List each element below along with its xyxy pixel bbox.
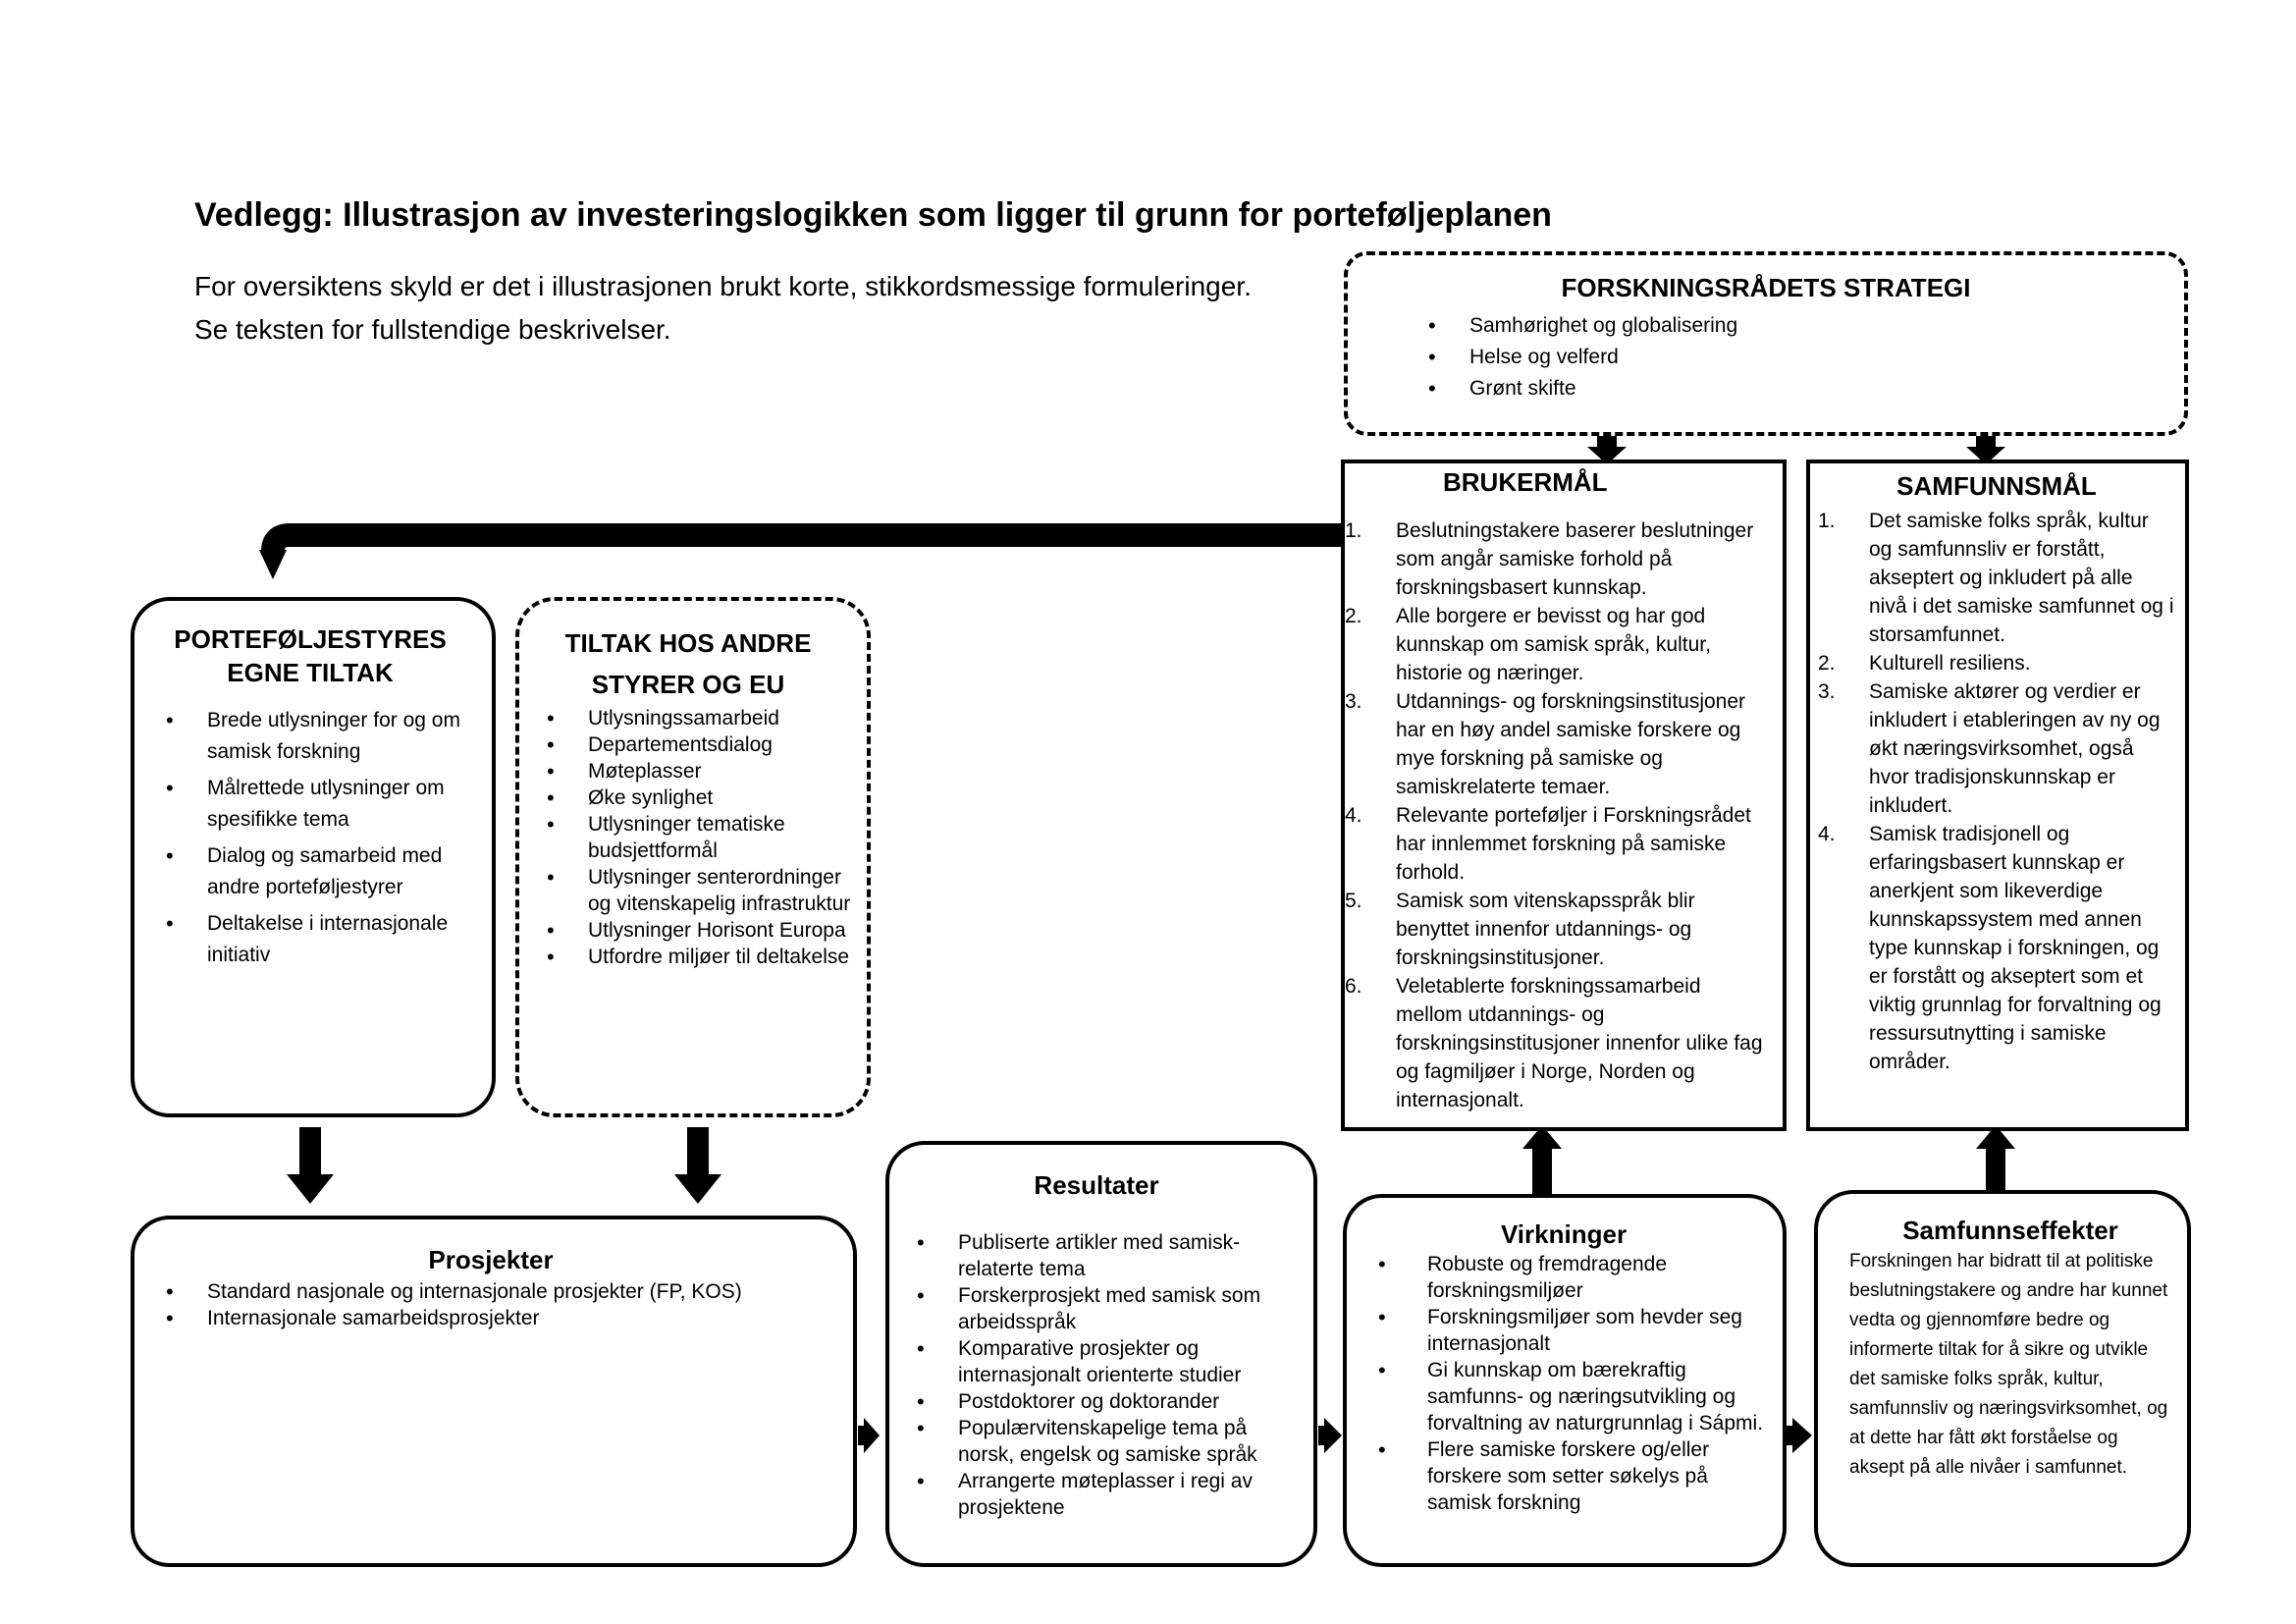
list-item: Brede utlysninger for og om samisk forsk…	[144, 705, 476, 768]
prosjekter-list: Standard nasjonale og internasjonale pro…	[144, 1278, 837, 1331]
arrow-head	[674, 1174, 721, 1204]
list-item: Internasjonale samarbeidsprosjekter	[144, 1305, 837, 1331]
arrow-shaft	[1532, 1146, 1552, 1197]
andre-tiltak-title: TILTAK HOS ANDRE STYRER OG EU	[564, 628, 812, 699]
arrow-head	[1522, 1125, 1562, 1149]
list-item: Målrettede utlysninger om spesifikke tem…	[144, 773, 476, 836]
list-item: 4.Samisk tradisjonell og erfaringsbasert…	[1818, 823, 2162, 1073]
list-item: Postdoktorer og doktorander	[895, 1388, 1298, 1415]
list-item: Utfordre miljøer til deltakelse	[525, 944, 851, 970]
intro-line: For oversiktens skyld er det i illustras…	[194, 271, 1252, 301]
list-item: Departementsdialog	[525, 731, 851, 758]
list-item: Utlysninger Horisont Europa	[525, 917, 851, 944]
arrow-head	[1587, 447, 1627, 464]
list-item: Standard nasjonale og internasjonale pro…	[144, 1278, 837, 1305]
list-item: Flere samiske forskere og/eller forskere…	[1357, 1436, 1771, 1516]
strategy-list: Samhørighet og globalisering Helse og ve…	[1407, 312, 2125, 402]
egne-tiltak-title: PORTEFØLJESTYRES EGNE TILTAK	[174, 624, 447, 687]
list-item: Robuste og fremdragende forskningsmiljøe…	[1357, 1251, 1771, 1304]
arrow-shaft	[858, 1426, 866, 1445]
list-item: Forskerprosjekt med samisk som arbeidssp…	[895, 1282, 1298, 1335]
strategy-title: FORSKNINGSRÅDETS STRATEGI	[1561, 273, 1971, 302]
andre-tiltak-list: Utlysningssamarbeid Departementsdialog M…	[525, 705, 851, 970]
arrow-head	[1324, 1418, 1342, 1453]
resultater-title: Resultater	[1034, 1170, 1159, 1200]
arrow-head	[1792, 1418, 1812, 1453]
samfunnseffekter-box: Samfunnseffekter Forskningen har bidratt…	[1814, 1190, 2191, 1567]
brukermal-box: BRUKERMÅL 1.Beslutningstakere baserer be…	[1341, 460, 1787, 1131]
virkninger-list: Robuste og fremdragende forskningsmiljøe…	[1357, 1251, 1771, 1516]
samfunnseffekter-text: Forskningen har bidratt til at politiske…	[1849, 1251, 2168, 1478]
list-item: 1.Det samiske folks språk, kultur og sam…	[1818, 510, 2174, 646]
list-item: Øke synlighet	[525, 785, 851, 811]
list-item: Deltakelse i internasjonale initiativ	[144, 908, 476, 971]
list-item: 6.Veletablerte forskningssamarbeid mello…	[1345, 975, 1763, 1111]
list-item: Komparative prosjekter og internasjonalt…	[895, 1335, 1298, 1388]
samfunnsmal-list: 1.Det samiske folks språk, kultur og sam…	[1818, 507, 2175, 1076]
virkninger-box: Virkninger Robuste og fremdragende forsk…	[1343, 1194, 1787, 1567]
arrow-shaft	[1976, 433, 1996, 451]
arrow-head	[1966, 447, 2005, 464]
list-item: Grønt skifte	[1407, 375, 2125, 402]
virkninger-title: Virkninger	[1500, 1219, 1628, 1249]
strategy-box: FORSKNINGSRÅDETS STRATEGI Samhørighet og…	[1344, 251, 2188, 436]
brukermal-title: BRUKERMÅL	[1443, 467, 1608, 497]
intro-line: Se teksten for fullstendige beskrivelser…	[194, 314, 671, 345]
list-item: Utlysninger tematiske budsjettformål	[525, 811, 851, 864]
list-item: Utlysninger senterordninger og vitenskap…	[525, 864, 851, 917]
prosjekter-title: Prosjekter	[428, 1245, 554, 1274]
resultater-box: Resultater Publiserte artikler med samis…	[885, 1141, 1317, 1567]
list-item: 2.Alle borgere er bevisst og har god kun…	[1345, 605, 1711, 684]
resultater-list: Publiserte artikler med samisk-relaterte…	[895, 1229, 1298, 1521]
arrow-shaft	[1318, 1426, 1326, 1445]
list-item: Utlysningssamarbeid	[525, 705, 851, 731]
arrow-head	[1976, 1125, 2015, 1149]
list-item: 4.Relevante porteføljer i Forskningsråde…	[1345, 804, 1751, 884]
andre-tiltak-box: TILTAK HOS ANDRE STYRER OG EU Utlysnings…	[515, 597, 871, 1117]
list-item: 1.Beslutningstakere baserer beslutninger…	[1345, 519, 1754, 599]
arrow-shaft	[1597, 433, 1617, 451]
list-item: Populærvitenskapelige tema på norsk, eng…	[895, 1415, 1298, 1468]
list-item: Forskningsmiljøer som hevder seg interna…	[1357, 1304, 1771, 1357]
arrow-shaft	[1986, 1146, 2005, 1193]
egne-tiltak-box: PORTEFØLJESTYRES EGNE TILTAK Brede utlys…	[131, 597, 496, 1117]
egne-tiltak-list: Brede utlysninger for og om samisk forsk…	[144, 705, 476, 971]
intro-text: For oversiktens skyld er det i illustras…	[194, 265, 1252, 352]
list-item: 3.Utdannings- og forskningsinstitusjoner…	[1345, 690, 1746, 798]
list-item: Helse og velferd	[1407, 344, 2125, 370]
list-item: 5.Samisk som vitenskapsspråk blir benytt…	[1345, 890, 1695, 969]
arrow-shaft	[1787, 1426, 1794, 1445]
samfunnseffekter-title: Samfunnseffekter	[1902, 1216, 2118, 1245]
arrow-shaft	[687, 1127, 709, 1178]
page-title: Vedlegg: Illustrasjon av investeringslog…	[194, 196, 1552, 234]
list-item: 2.Kulturell resiliens.	[1818, 652, 2031, 675]
prosjekter-box: Prosjekter Standard nasjonale og interna…	[131, 1216, 857, 1567]
samfunnsmal-title: SAMFUNNSMÅL	[1896, 471, 2097, 501]
list-item: Samhørighet og globalisering	[1407, 312, 2125, 339]
arrow-head	[259, 550, 287, 579]
arrow-shaft	[299, 1127, 321, 1178]
arrow-head	[864, 1418, 880, 1453]
list-item: Dialog og samarbeid med andre portefølje…	[144, 840, 476, 903]
brukermal-list: 1.Beslutningstakere baserer beslutninger…	[1345, 516, 1773, 1114]
list-item: Møteplasser	[525, 758, 851, 785]
samfunnsmal-box: SAMFUNNSMÅL 1.Det samiske folks språk, k…	[1806, 460, 2189, 1131]
list-item: Gi kunnskap om bærekraftig samfunns- og …	[1357, 1357, 1771, 1436]
list-item: Arrangerte møteplasser i regi av prosjek…	[895, 1468, 1298, 1521]
list-item: Publiserte artikler med samisk-relaterte…	[895, 1229, 1298, 1282]
arrow-head	[287, 1174, 334, 1204]
list-item: 3.Samiske aktører og verdier er inkluder…	[1818, 680, 2161, 817]
connector-line	[261, 523, 1343, 553]
